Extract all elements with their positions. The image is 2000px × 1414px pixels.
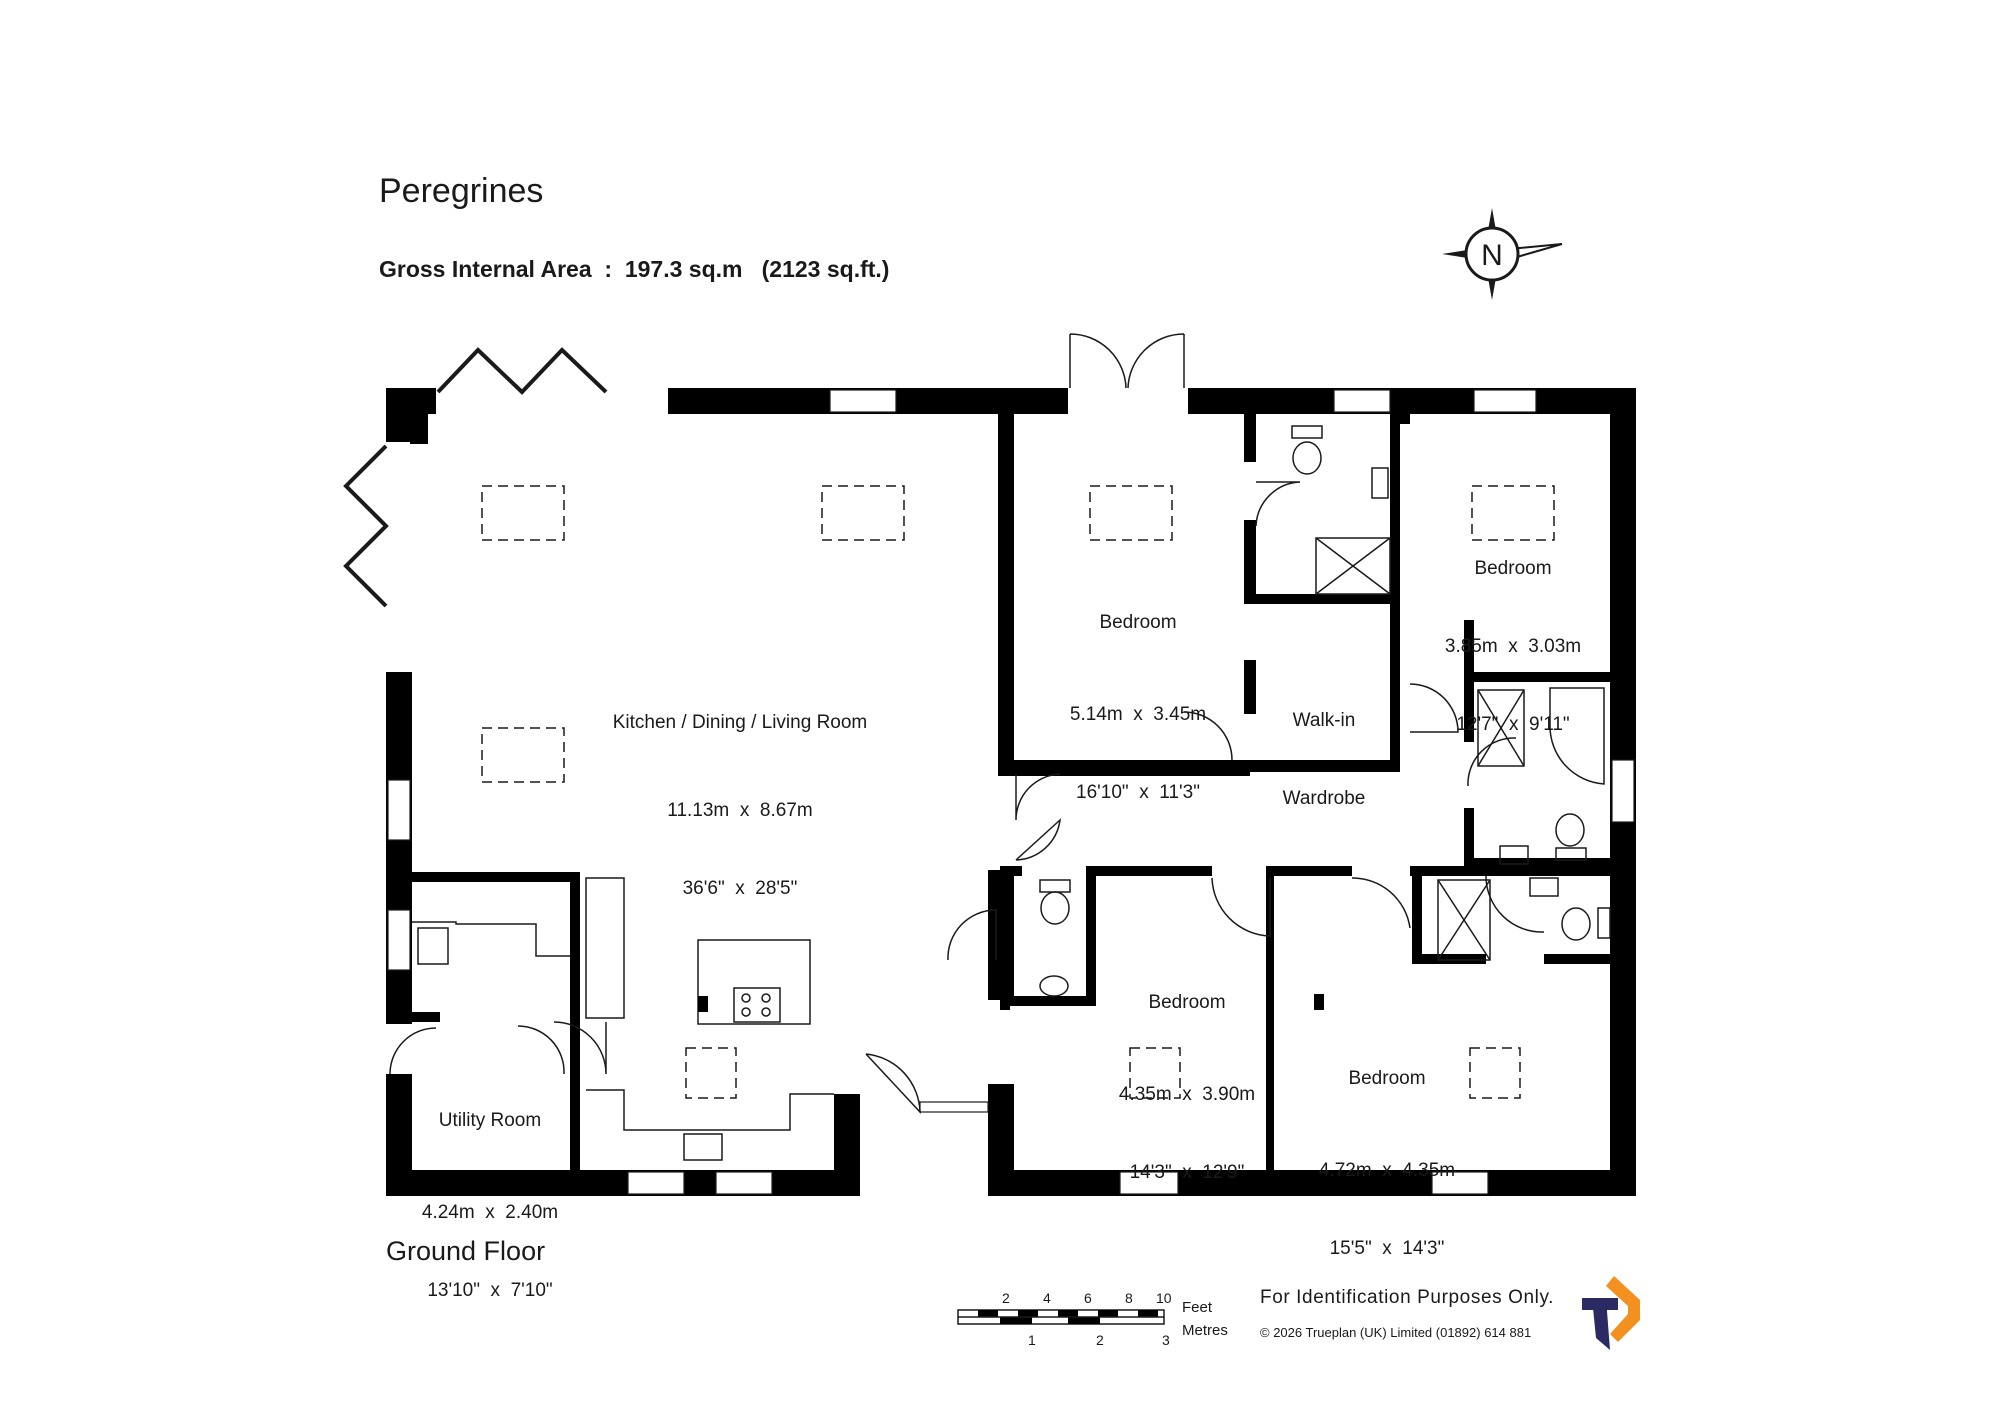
scale-metre-tick: 2 <box>1096 1332 1104 1348</box>
door-swings <box>389 333 1545 1114</box>
compass-label: N <box>1481 239 1503 272</box>
room-metric: 5.14m x 3.45m <box>1069 704 1207 725</box>
room-utility: Utility Room 4.24m x 2.40m 13'10" x 7'10… <box>406 1056 574 1330</box>
room-metric: 4.24m x 2.40m <box>421 1202 559 1223</box>
room-name: Walk-in <box>1292 710 1356 731</box>
room-name: Bedroom <box>1099 612 1177 633</box>
scale-feet-tick: 4 <box>1043 1290 1051 1306</box>
scale-feet-tick: 10 <box>1156 1290 1172 1306</box>
scale-feet-label: Feet <box>1182 1299 1213 1316</box>
switches <box>698 994 1324 1012</box>
property-title: Peregrines <box>379 172 544 210</box>
room-walk-in-wardrobe: Walk-in Wardrobe <box>1262 656 1386 838</box>
scale-metres-label: Metres <box>1182 1322 1228 1339</box>
scale-feet-tick: 2 <box>1002 1290 1010 1306</box>
room-metric: 4.35m x 3.90m <box>1118 1084 1256 1105</box>
room-imperial: 14'3" x 12'9" <box>1129 1162 1245 1183</box>
room-name: Kitchen / Dining / Living Room <box>612 712 868 733</box>
room-name: Utility Room <box>438 1110 542 1131</box>
room-name: Bedroom <box>1148 992 1226 1013</box>
scale-feet-tick: 8 <box>1125 1290 1133 1306</box>
floor-label: Ground Floor <box>386 1236 546 1266</box>
scale-metre-tick: 3 <box>1162 1332 1170 1348</box>
windows <box>387 389 1635 1195</box>
room-name-line2: Wardrobe <box>1282 788 1366 809</box>
room-name: Bedroom <box>1474 558 1552 579</box>
ceiling-lights <box>481 485 1555 1099</box>
room-name: Bedroom <box>1348 1068 1426 1089</box>
scale-metre-tick: 1 <box>1028 1332 1036 1348</box>
fixtures <box>412 425 1611 1161</box>
room-imperial: 15'5" x 14'3" <box>1329 1238 1445 1259</box>
disclaimer: For Identification Purposes Only. <box>1260 1287 1555 1308</box>
copyright: © 2026 Trueplan (UK) Limited (01892) 614… <box>1260 1325 1532 1340</box>
bifold-doors <box>343 347 608 608</box>
gross-internal-area: Gross Internal Area : 197.3 sq.m (2123 s… <box>379 256 890 282</box>
room-kitchen: Kitchen / Dining / Living Room 11.13m x … <box>600 658 880 928</box>
room-metric: 3.85m x 3.03m <box>1444 636 1582 657</box>
room-bedroom-bottom-right: Bedroom 4.72m x 4.35m 15'5" x 14'3" <box>1292 1014 1482 1288</box>
walls <box>386 388 1636 1196</box>
room-bedroom-top-right: Bedroom 3.85m x 3.03m 12'7" x 9'11" <box>1418 504 1608 764</box>
room-bedroom-top-middle: Bedroom 5.14m x 3.45m 16'10" x 11'3" <box>1038 558 1238 832</box>
room-bedroom-bottom-middle: Bedroom 4.35m x 3.90m 14'3" x 12'9" <box>1092 938 1282 1212</box>
room-metric: 4.72m x 4.35m <box>1318 1160 1456 1181</box>
room-metric: 11.13m x 8.67m <box>667 800 813 821</box>
room-imperial: 12'7" x 9'11" <box>1456 714 1570 735</box>
scale-bar <box>957 1309 1165 1325</box>
room-imperial: 16'10" x 11'3" <box>1076 782 1200 803</box>
scale-feet-tick: 6 <box>1084 1290 1092 1306</box>
compass-rose-icon: N <box>1442 208 1563 300</box>
trueplan-logo <box>1582 1276 1640 1350</box>
room-imperial: 13'10" x 7'10" <box>427 1280 553 1301</box>
room-imperial: 36'6" x 28'5" <box>682 878 798 899</box>
